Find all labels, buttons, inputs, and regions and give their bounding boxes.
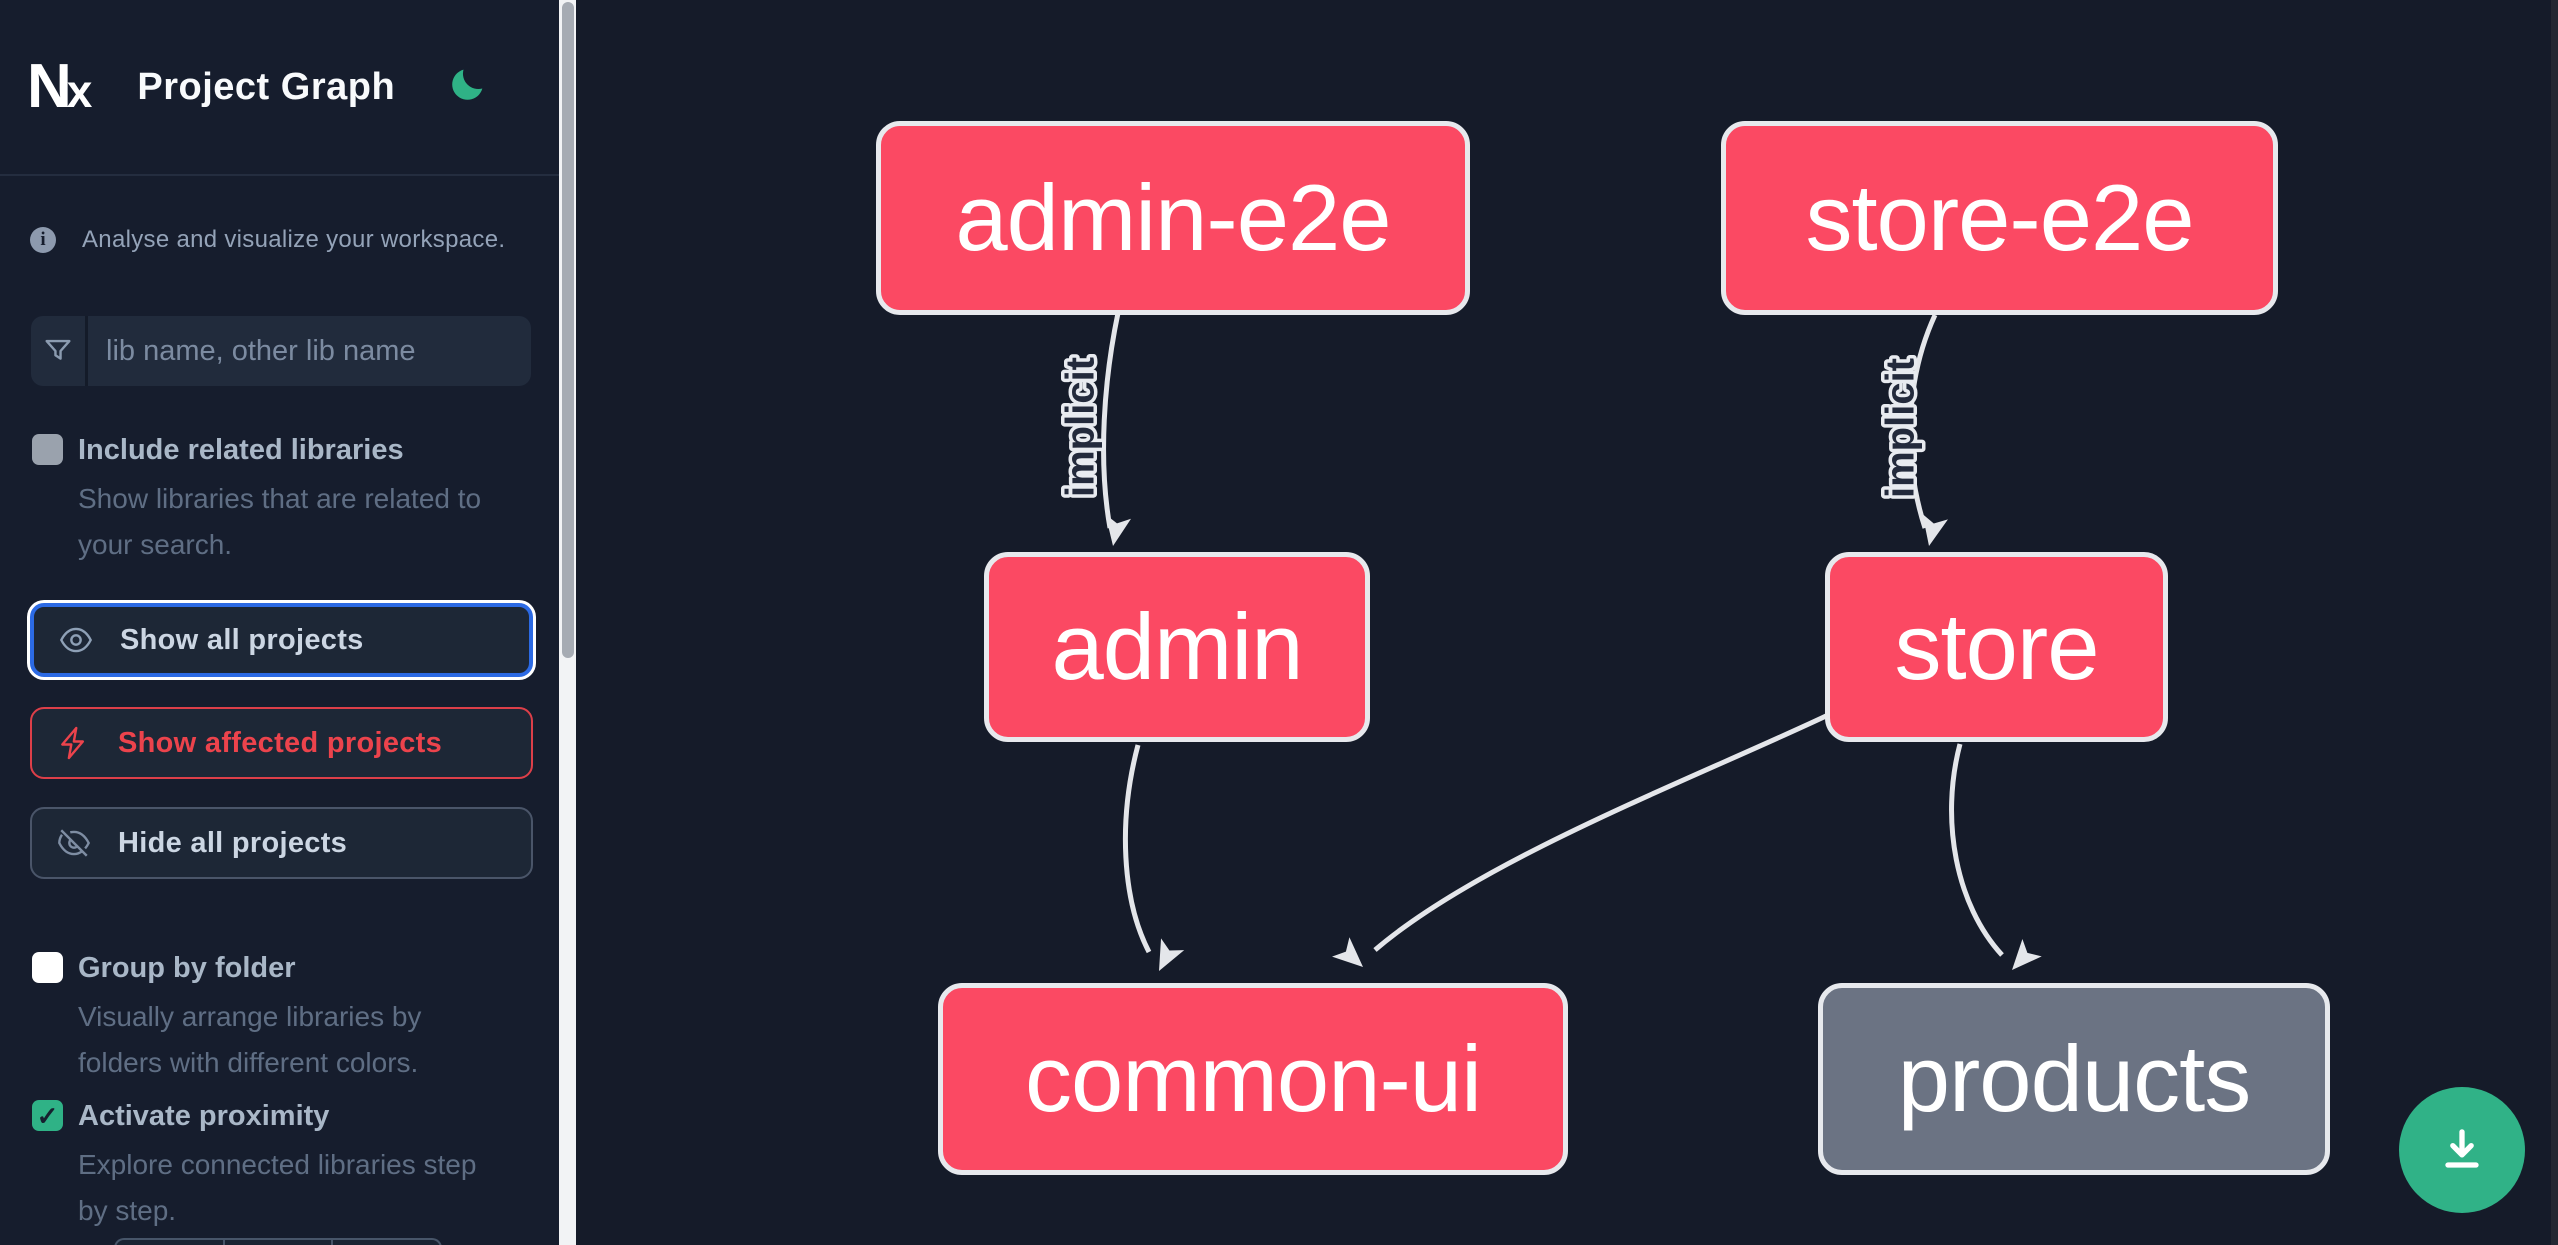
node-common-ui[interactable]: common-ui — [938, 983, 1568, 1175]
edge-store-e2e-store — [1907, 313, 1938, 529]
edge-admin-e2e-admin — [1101, 312, 1121, 529]
sidebar: Nx Project Graph i Analyse and visualize… — [0, 0, 559, 1245]
edge-admin-common-ui — [1122, 744, 1152, 954]
filter-funnel-icon — [31, 316, 88, 386]
graph-edges: implicit implicit — [1055, 312, 2042, 971]
dark-mode-toggle[interactable] — [444, 62, 490, 108]
proximity-depth-stepper[interactable] — [114, 1238, 442, 1245]
node-store[interactable]: store — [1825, 552, 2168, 742]
library-filter — [31, 316, 531, 386]
arrowhead — [1159, 938, 1185, 971]
sidebar-scrollbar-track[interactable] — [559, 0, 576, 1245]
edge-store-common-ui — [1373, 713, 1828, 952]
page-title: Project Graph — [137, 65, 396, 108]
toggle-description: Show libraries that are related to your … — [78, 483, 482, 560]
workspace-tagline: Analyse and visualize your workspace. — [82, 226, 506, 253]
search-input[interactable] — [88, 316, 531, 386]
node-label: admin-e2e — [955, 165, 1391, 270]
download-graph-button[interactable] — [2399, 1087, 2525, 1213]
hide-all-projects-button[interactable]: Hide all projects — [30, 807, 533, 879]
button-label: Show affected projects — [118, 726, 443, 759]
download-icon — [2445, 1129, 2479, 1168]
eye-off-icon — [58, 829, 91, 857]
checkbox-include-related[interactable] — [32, 434, 63, 465]
graph-canvas[interactable]: implicit implicit admin-e2e store-e2e ad… — [576, 0, 2551, 1245]
nx-logo-n: N — [27, 52, 72, 121]
button-label: Hide all projects — [118, 826, 348, 859]
moon-icon — [452, 69, 483, 100]
arrowhead — [1105, 514, 1132, 546]
toggle-label: Include related libraries — [78, 434, 404, 466]
toggle-activate-proximity[interactable]: ✓ Activate proximity Explore connected l… — [32, 1098, 532, 1234]
stepper-segment[interactable] — [333, 1240, 440, 1245]
checkbox-activate-proximity[interactable]: ✓ — [32, 1100, 63, 1131]
bolt-icon — [61, 726, 85, 760]
check-icon: ✓ — [36, 1100, 59, 1131]
show-affected-projects-button[interactable]: Show affected projects — [30, 707, 533, 779]
toggle-description: Explore connected libraries step by step… — [78, 1149, 477, 1226]
stepper-segment[interactable] — [225, 1240, 334, 1245]
window-scrollbar-gutter[interactable] — [2551, 0, 2558, 1245]
show-all-projects-button[interactable]: Show all projects — [30, 603, 533, 677]
workspace-tagline-row: i Analyse and visualize your workspace. — [30, 226, 530, 254]
toggle-include-related[interactable]: Include related libraries Show libraries… — [32, 432, 532, 568]
node-admin-e2e[interactable]: admin-e2e — [876, 121, 1470, 315]
node-admin[interactable]: admin — [984, 552, 1370, 742]
checkbox-group-by-folder[interactable] — [32, 952, 63, 983]
edge-label-implicit: implicit — [1059, 357, 1103, 497]
edge-store-products — [1949, 743, 2004, 957]
button-label: Show all projects — [120, 623, 364, 656]
stepper-segment[interactable] — [116, 1240, 225, 1245]
nx-logo: Nx — [27, 56, 92, 118]
node-products[interactable]: products — [1818, 983, 2330, 1175]
toggle-group-by-folder[interactable]: Group by folder Visually arrange librari… — [32, 950, 532, 1086]
node-label: store-e2e — [1805, 165, 2194, 270]
toggle-description: Visually arrange libraries by folders wi… — [78, 1001, 422, 1078]
header-divider — [0, 174, 559, 176]
toggle-label: Group by folder — [78, 952, 296, 984]
brand-row: Nx Project Graph — [27, 48, 532, 126]
edge-label-implicit: implicit — [1879, 358, 1923, 498]
arrowhead — [1332, 937, 1363, 967]
sidebar-scrollbar-thumb[interactable] — [561, 2, 574, 658]
node-label: common-ui — [1025, 1026, 1482, 1131]
arrowhead — [2012, 939, 2042, 970]
toggle-label: Activate proximity — [78, 1100, 330, 1132]
node-label: admin — [1051, 594, 1303, 699]
eye-icon — [59, 627, 93, 653]
node-store-e2e[interactable]: store-e2e — [1721, 121, 2278, 315]
nx-logo-x: x — [66, 65, 92, 117]
info-circle-icon: i — [30, 227, 56, 253]
node-label: store — [1894, 594, 2100, 699]
node-label: products — [1897, 1026, 2252, 1131]
arrowhead — [1922, 513, 1948, 546]
